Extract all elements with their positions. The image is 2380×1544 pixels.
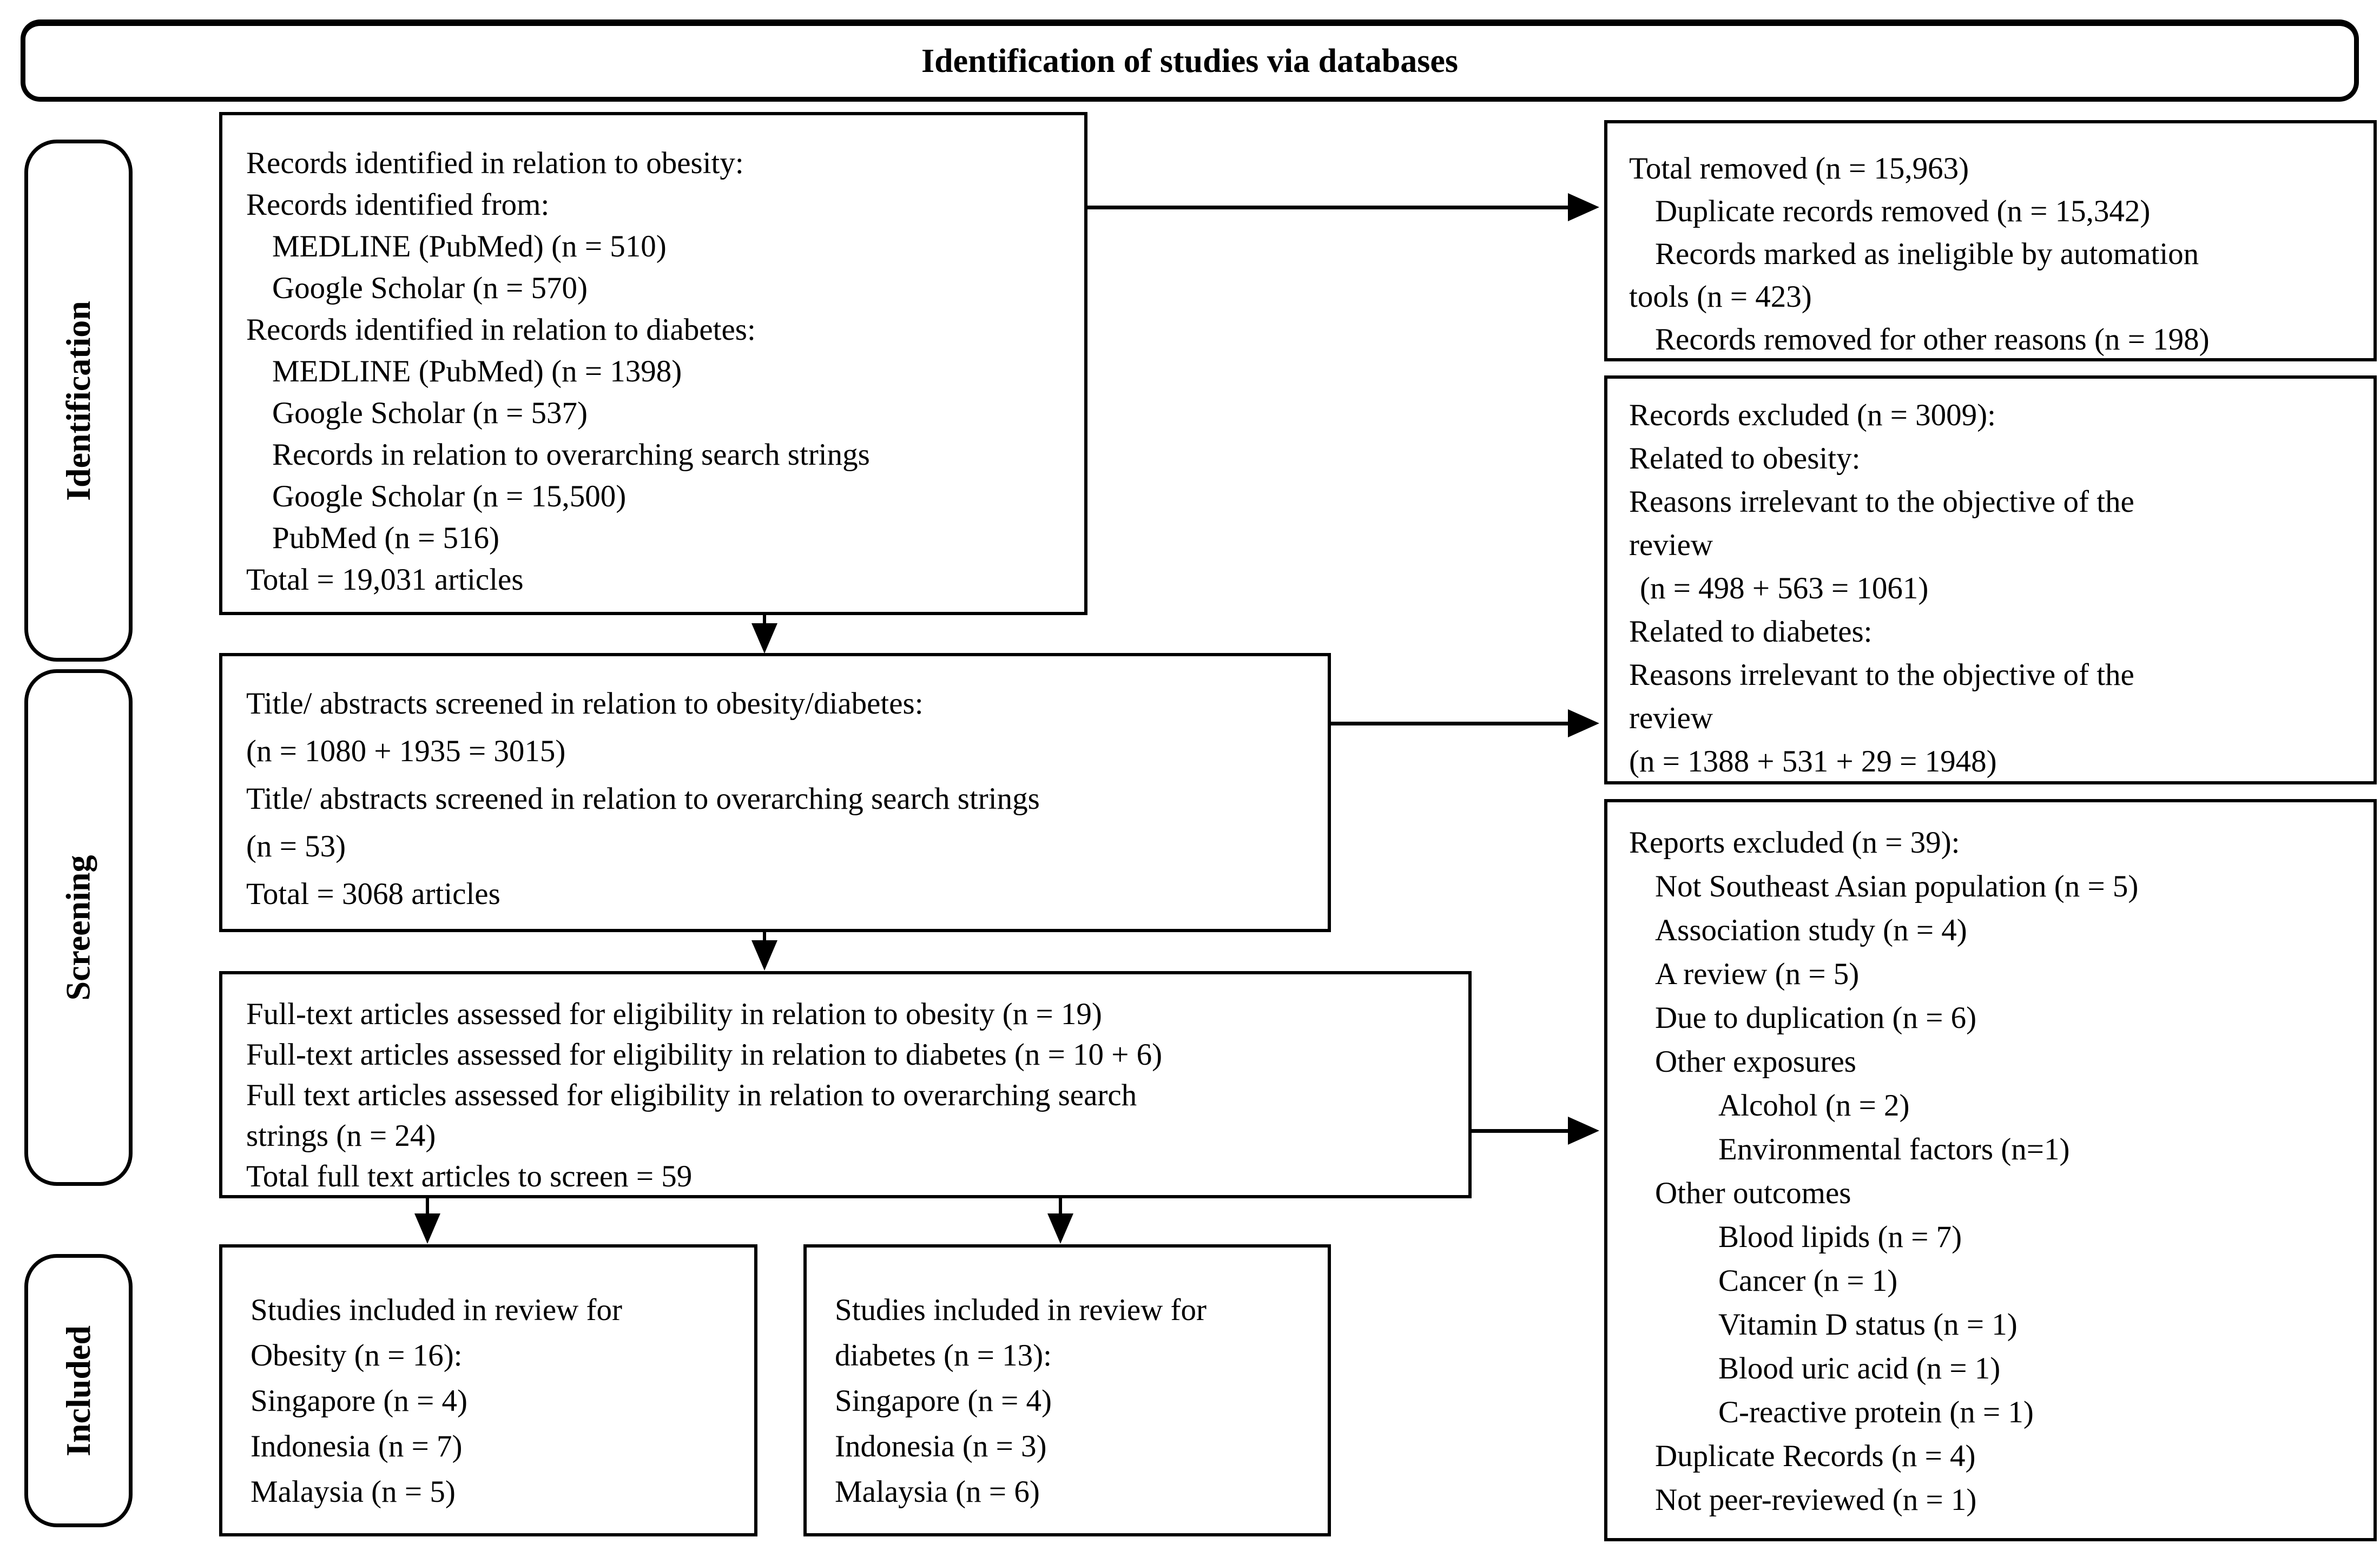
- text-line: MEDLINE (PubMed) (n = 510): [272, 229, 667, 263]
- text-line: Records identified in relation to obesit…: [246, 146, 744, 180]
- arrow-fulltext-to-reports-excluded: [1472, 1129, 1572, 1133]
- text-line: Environmental factors (n=1): [1718, 1132, 2070, 1166]
- text-line: Not Southeast Asian population (n = 5): [1655, 869, 2139, 903]
- arrowhead-right-icon: [1568, 1117, 1599, 1145]
- banner: Identification of studies via databases: [21, 19, 2359, 102]
- text-line: Google Scholar (n = 15,500): [272, 479, 627, 513]
- text-line: Indonesia (n = 7): [250, 1429, 463, 1463]
- text-line: Records in relation to overarching searc…: [272, 438, 870, 472]
- arrow-screened-to-fulltext: [763, 932, 766, 943]
- stage-label-identification-text: Identification: [59, 300, 97, 501]
- text-line: tools (n = 423): [1629, 280, 1812, 314]
- box-fulltext-assessed: Full-text articles assessed for eligibil…: [219, 971, 1472, 1198]
- text-line: Reports excluded (n = 39):: [1629, 826, 1960, 860]
- text-line: (n = 53): [246, 829, 346, 863]
- stage-label-screening: Screening: [24, 669, 133, 1186]
- text-line: Title/ abstracts screened in relation to…: [246, 687, 924, 721]
- arrowhead-down-icon: [1047, 1213, 1073, 1244]
- arrowhead-down-icon: [414, 1213, 440, 1244]
- text-line: diabetes (n = 13):: [835, 1338, 1052, 1373]
- arrowhead-right-icon: [1568, 193, 1599, 221]
- stage-label-included: Included: [24, 1254, 133, 1527]
- text-line: Singapore (n = 4): [835, 1384, 1052, 1418]
- text-line: Other exposures: [1655, 1045, 1856, 1079]
- stage-label-included-text: Included: [59, 1325, 97, 1456]
- text-line: Total removed (n = 15,963): [1629, 151, 1969, 186]
- arrow-fulltext-to-included-obesity: [426, 1198, 429, 1216]
- text-line: Total = 3068 articles: [246, 877, 500, 911]
- text-line: A review (n = 5): [1655, 957, 1860, 991]
- text-line: Records identified from:: [246, 188, 550, 222]
- box-records-excluded: Records excluded (n = 3009): Related to o…: [1604, 375, 2377, 784]
- text-line: Title/ abstracts screened in relation to…: [246, 782, 1040, 816]
- text-line: Duplicate records removed (n = 15,342): [1655, 194, 2151, 228]
- arrow-identified-to-screened: [763, 615, 766, 626]
- text-line: Reasons irrelevant to the objective of t…: [1629, 658, 2134, 692]
- text-line: PubMed (n = 516): [272, 521, 500, 555]
- text-line: Studies included in review for: [250, 1293, 623, 1327]
- box-records-removed: Total removed (n = 15,963) Duplicate reco…: [1604, 120, 2377, 361]
- box-titles-screened: Title/ abstracts screened in relation to…: [219, 653, 1331, 932]
- stage-label-identification: Identification: [24, 140, 133, 662]
- text-line: Obesity (n = 16):: [250, 1338, 463, 1373]
- text-line: Cancer (n = 1): [1718, 1264, 1898, 1298]
- arrow-fulltext-to-included-diabetes: [1059, 1198, 1062, 1216]
- text-line: Related to diabetes:: [1629, 615, 1873, 649]
- text-line: Full-text articles assessed for eligibil…: [246, 1038, 1163, 1072]
- arrow-identified-to-removed: [1087, 206, 1572, 209]
- text-line: MEDLINE (PubMed) (n = 1398): [272, 354, 682, 388]
- text-line: Full-text articles assessed for eligibil…: [246, 997, 1102, 1031]
- text-line: Blood uric acid (n = 1): [1718, 1351, 2001, 1385]
- text-line: Reasons irrelevant to the objective of t…: [1629, 485, 2134, 519]
- text-line: Duplicate Records (n = 4): [1655, 1439, 1976, 1473]
- text-line: (n = 498 + 563 = 1061): [1640, 571, 1929, 605]
- text-line: Total full text articles to screen = 59: [246, 1159, 693, 1193]
- text-line: Malaysia (n = 6): [835, 1475, 1040, 1509]
- arrowhead-down-icon: [751, 940, 777, 971]
- text-line: Vitamin D status (n = 1): [1718, 1308, 2018, 1342]
- box-included-diabetes: Studies included in review for diabetes (…: [803, 1244, 1331, 1536]
- text-line: Records identified in relation to diabet…: [246, 313, 756, 347]
- text-line: Other outcomes: [1655, 1176, 1851, 1210]
- text-line: Full text articles assessed for eligibil…: [246, 1078, 1137, 1112]
- text-line: Related to obesity:: [1629, 441, 1861, 476]
- arrowhead-right-icon: [1568, 709, 1599, 737]
- box-records-identified: Records identified in relation to obesit…: [219, 112, 1087, 615]
- box-reports-excluded: Reports excluded (n = 39): Not Southeast …: [1604, 799, 2377, 1541]
- text-line: Malaysia (n = 5): [250, 1475, 456, 1509]
- banner-title: Identification of studies via databases: [921, 43, 1459, 80]
- text-line: (n = 1388 + 531 + 29 = 1948): [1629, 744, 1997, 778]
- text-line: Records excluded (n = 3009):: [1629, 398, 1996, 432]
- text-line: Total = 19,031 articles: [246, 563, 524, 597]
- text-line: Google Scholar (n = 537): [272, 396, 588, 430]
- text-line: Google Scholar (n = 570): [272, 271, 588, 305]
- arrow-screened-to-excluded: [1331, 722, 1572, 725]
- text-line: Not peer-reviewed (n = 1): [1655, 1483, 1977, 1517]
- text-line: strings (n = 24): [246, 1119, 436, 1153]
- stage-label-screening-text: Screening: [59, 854, 97, 1001]
- text-line: Indonesia (n = 3): [835, 1429, 1047, 1463]
- text-line: (n = 1080 + 1935 = 3015): [246, 734, 566, 768]
- text-line: Singapore (n = 4): [250, 1384, 467, 1418]
- text-line: Association study (n = 4): [1655, 913, 1967, 947]
- arrowhead-down-icon: [751, 623, 777, 654]
- text-line: C-reactive protein (n = 1): [1718, 1395, 2034, 1429]
- text-line: Due to duplication (n = 6): [1655, 1001, 1977, 1035]
- text-line: Alcohol (n = 2): [1718, 1088, 1910, 1123]
- text-line: review: [1629, 528, 1713, 562]
- text-line: Records removed for other reasons (n = 1…: [1655, 322, 2210, 357]
- text-line: Records marked as ineligible by automati…: [1655, 237, 2199, 271]
- text-line: review: [1629, 701, 1713, 735]
- text-line: Blood lipids (n = 7): [1718, 1220, 1962, 1254]
- text-line: Studies included in review for: [835, 1293, 1207, 1327]
